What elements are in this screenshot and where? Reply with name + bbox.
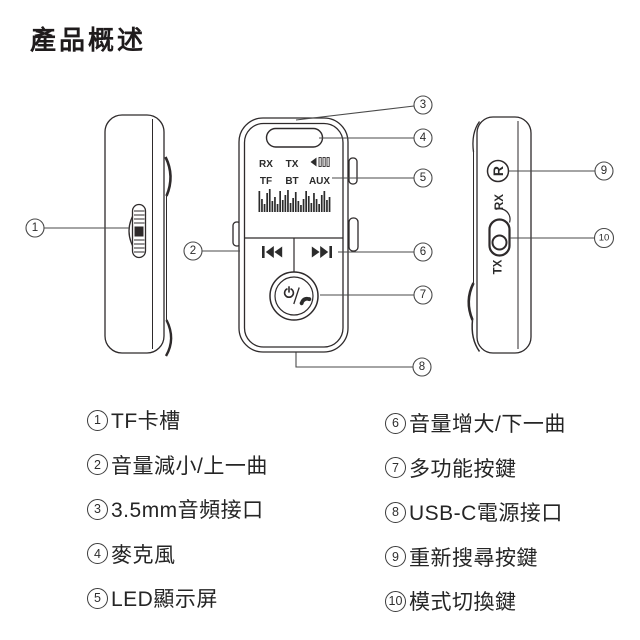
svg-text:3: 3 (420, 99, 426, 111)
legend-badge-4: 4 (87, 543, 108, 564)
legend-badge-10: 10 (385, 590, 406, 612)
legend-item-volume-down-prev: 2 音量減小/上一曲 (87, 453, 268, 478)
callout-3: 3 (413, 95, 433, 115)
side-switch-bump (348, 217, 359, 252)
slash-divider (293, 287, 300, 305)
svg-text:1: 1 (32, 222, 38, 234)
legend-label-6: 音量增大/下一曲 (409, 413, 566, 436)
clip-crescent (467, 282, 475, 321)
volume-icon (310, 157, 330, 167)
tf-card-slot-graphic (128, 203, 147, 259)
mode-rx-label: RX (494, 194, 506, 210)
re-pair-button-graphic: R (486, 159, 510, 183)
product-overview-diagram: RX TX TF BT AUX (25, 95, 615, 377)
front-body-outline (238, 117, 349, 353)
power-icon (283, 286, 295, 298)
legend-item-led-display: 5 LED顯示屏 (87, 586, 268, 611)
clip-top-crescent (164, 156, 172, 197)
callout-7: 7 (413, 285, 433, 305)
legend-item-re-pair-button: 9 重新搜尋按鍵 (385, 545, 566, 570)
display-bt-label: BT (285, 176, 298, 187)
legend-badge-1: 1 (87, 409, 108, 431)
r-button-label: R (490, 166, 506, 176)
callout-1: 1 (25, 218, 45, 238)
mode-tx-label: TX (493, 259, 505, 274)
legend-item-usb-c-power: 8 USB-C電源接口 (385, 500, 566, 525)
legend-label-10: 模式切換鍵 (409, 591, 517, 614)
callout-8: 8 (412, 357, 432, 377)
mode-switch-graphic (488, 208, 511, 257)
leader-line-8 (295, 352, 413, 368)
callout-5: 5 (413, 168, 433, 188)
callout-9: 9 (594, 161, 614, 181)
callout-2: 2 (183, 241, 203, 261)
legend-item-tf-card-slot: 1 TF卡槽 (87, 408, 268, 433)
side-button-bump-top (348, 157, 358, 185)
legend-badge-2: 2 (87, 454, 108, 475)
display-tf-label: TF (260, 176, 272, 187)
svg-text:4: 4 (420, 132, 427, 144)
display-tx-label: TX (286, 159, 299, 170)
display-aux-label: AUX (309, 176, 330, 187)
spectrum-bars (258, 189, 331, 212)
legend-label-9: 重新搜尋按鍵 (409, 546, 538, 570)
svg-text:2: 2 (190, 245, 196, 257)
svg-text:7: 7 (420, 289, 426, 301)
legend-item-mode-switch: 10 模式切換鍵 (385, 589, 566, 614)
display-rx-label: RX (259, 159, 273, 170)
legend-label-2: 音量減小/上一曲 (111, 454, 268, 478)
clip-top-arc (472, 121, 481, 153)
multifunction-button-graphic (269, 271, 319, 321)
legend-label-1: TF卡槽 (111, 410, 181, 433)
legend-badge-7: 7 (385, 457, 406, 478)
callout-10: 10 (593, 227, 615, 249)
legend-left-column: 1 TF卡槽 2 音量減小/上一曲 3 3.5mm音頻接口 4 麥克風 5 LE… (87, 408, 268, 631)
legend-label-8: USB-C電源接口 (409, 502, 563, 525)
legend-label-5: LED顯示屏 (111, 588, 218, 611)
clip-bottom-arc (471, 319, 481, 352)
legend-item-aux-jack: 3 3.5mm音頻接口 (87, 497, 268, 522)
page-title: 產品概述 (30, 25, 147, 55)
legend-label-7: 多功能按鍵 (409, 457, 517, 481)
callout-4: 4 (413, 128, 433, 148)
legend-item-volume-up-next: 6 音量增大/下一曲 (385, 411, 566, 436)
svg-text:8: 8 (419, 361, 425, 373)
prev-track-icon (262, 246, 283, 258)
svg-text:5: 5 (420, 172, 426, 184)
legend-item-microphone: 4 麥克風 (87, 542, 268, 567)
front-view: RX TX TF BT AUX (232, 117, 359, 353)
legend-badge-5: 5 (87, 587, 108, 609)
legend-badge-8: 8 (385, 501, 406, 523)
phone-icon (299, 296, 312, 306)
legend-right-column: 6 音量增大/下一曲 7 多功能按鍵 8 USB-C電源接口 9 重新搜尋按鍵 … (385, 411, 566, 634)
next-track-icon (311, 246, 332, 258)
callout-badges: 1 2 3 4 5 6 7 8 9 10 (25, 95, 615, 377)
leader-line-3 (295, 105, 415, 121)
legend-badge-6: 6 (385, 412, 406, 434)
legend-label-3: 3.5mm音頻接口 (111, 499, 264, 522)
left-side-view (104, 114, 173, 357)
leader-lines (44, 105, 595, 368)
right-side-view: R RX TX (467, 116, 532, 354)
clip-bottom-crescent (164, 319, 173, 357)
callout-6: 6 (413, 242, 433, 262)
legend-badge-3: 3 (87, 498, 108, 520)
legend-item-multifunction-button: 7 多功能按鍵 (385, 456, 566, 481)
svg-text:9: 9 (601, 165, 607, 177)
svg-text:10: 10 (599, 233, 610, 244)
legend-badge-9: 9 (385, 546, 406, 567)
legend-label-4: 麥克風 (111, 543, 176, 567)
svg-text:6: 6 (420, 246, 426, 258)
